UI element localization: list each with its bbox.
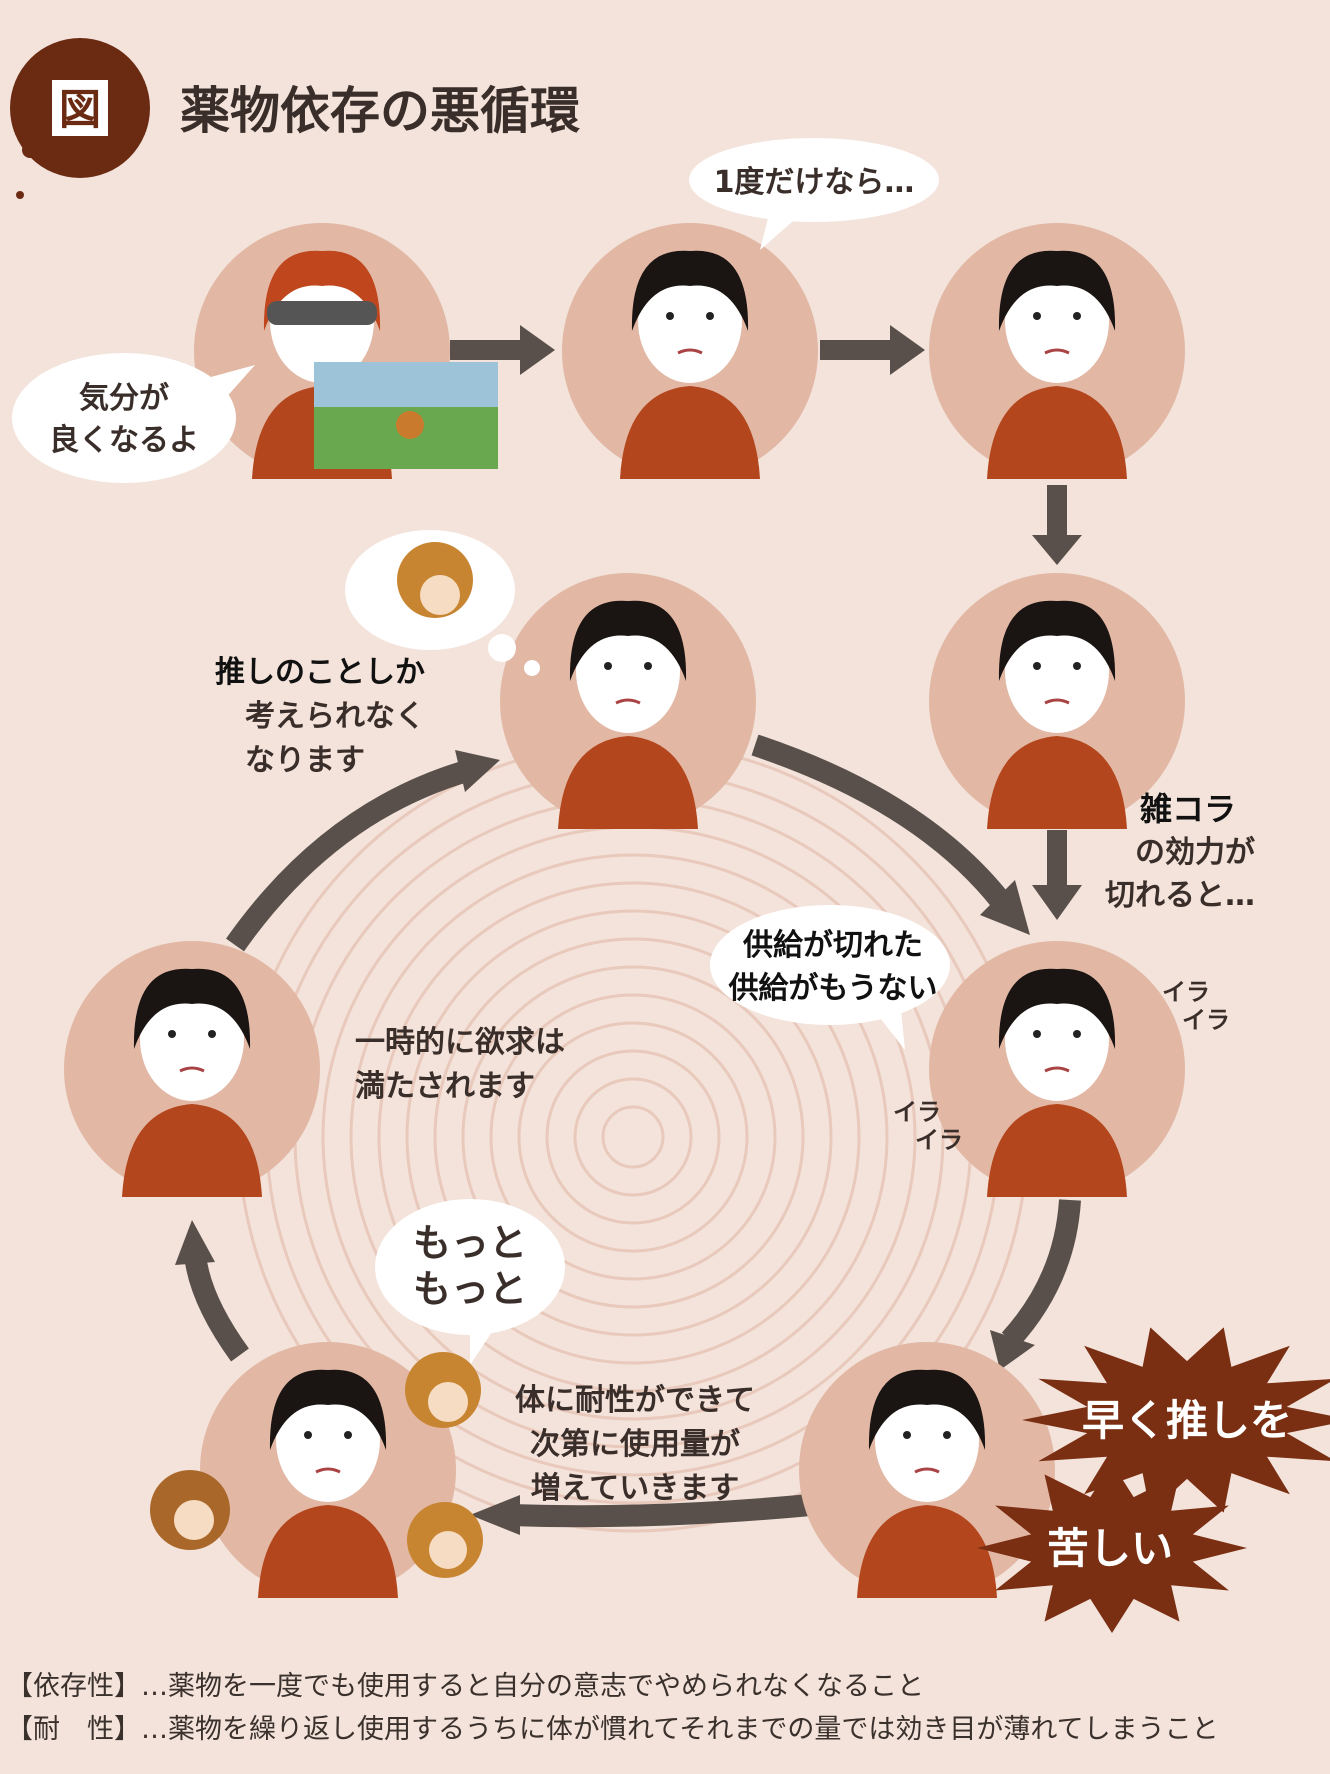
- svg-text:考えられなく: 考えられなく: [245, 699, 425, 734]
- shirt: [620, 386, 760, 479]
- shirt: [258, 1505, 398, 1598]
- hair: [631, 250, 749, 331]
- svg-text:もっと: もっと: [413, 1221, 527, 1265]
- arrow-right-icon: [820, 325, 925, 375]
- face: [638, 259, 742, 383]
- note-tolerance: 【耐 性】…薬物を繰り返し使用するうちに体が慣れてそれまでの量では効き目が薄れて…: [6, 1714, 1219, 1745]
- svg-text:供給がもうない: 供給がもうない: [727, 971, 937, 1006]
- shirt: [558, 736, 698, 829]
- svg-text:雑コラ: 雑コラ: [1139, 790, 1236, 828]
- hair: [998, 600, 1116, 681]
- svg-text:満たされます: 満たされます: [355, 1069, 535, 1104]
- shirt: [987, 386, 1127, 479]
- sunglasses-icon: [267, 301, 377, 325]
- face: [276, 1378, 380, 1502]
- svg-text:もっと: もっと: [413, 1267, 527, 1311]
- svg-text:増えていきます: 増えていきます: [531, 1471, 740, 1506]
- svg-text:早く推しを: 早く推しを: [1082, 1396, 1292, 1445]
- face: [140, 977, 244, 1101]
- note-dependence: 【依存性】…薬物を一度でも使用すると自分の意志でやめられなくなること: [6, 1671, 924, 1702]
- svg-text:イラ: イラ: [1162, 978, 1210, 1006]
- face: [1005, 609, 1109, 733]
- svg-text:なります: なります: [245, 743, 365, 778]
- ring: [349, 853, 917, 1421]
- ring: [489, 993, 777, 1281]
- person-circle: [929, 941, 1185, 1197]
- caption-satisfied: 一時的に欲求は 満たされます: [355, 1025, 565, 1104]
- bubble-feel-good: 気分が 良くなるよ: [12, 353, 255, 483]
- hair: [998, 968, 1116, 1049]
- arrow-down-icon: [1032, 485, 1082, 565]
- ira-ira-left: イラ イラ: [893, 1098, 963, 1154]
- arrow-down-icon: [1032, 830, 1082, 920]
- ring: [545, 1049, 721, 1225]
- svg-text:一時的に欲求は: 一時的に欲求は: [355, 1025, 565, 1060]
- burst-hurry: 早く推しを: [1022, 1327, 1330, 1513]
- arrow-curve: [751, 734, 1009, 907]
- face: [875, 1378, 979, 1502]
- svg-text:体に耐性ができて: 体に耐性ができて: [515, 1383, 755, 1418]
- svg-text:の効力が: の効力が: [1135, 835, 1255, 870]
- arrows: [175, 325, 1082, 1535]
- face: [1005, 977, 1109, 1101]
- bubble-more: もっと もっと: [375, 1199, 565, 1365]
- face: [1005, 259, 1109, 383]
- svg-text:イラ: イラ: [915, 1126, 963, 1154]
- caption-oshi: 推しのことしか 考えられなく なります: [215, 655, 425, 778]
- person-circle: [929, 223, 1185, 479]
- thought-bubble: [345, 530, 540, 676]
- ring: [377, 881, 889, 1393]
- svg-text:供給が切れた: 供給が切れた: [742, 928, 923, 963]
- shirt: [122, 1104, 262, 1197]
- hair: [998, 250, 1116, 331]
- svg-text:イラ: イラ: [1182, 1006, 1230, 1034]
- svg-text:良くなるよ: 良くなるよ: [49, 423, 199, 458]
- person-circle: [500, 573, 756, 829]
- hair: [269, 1369, 387, 1450]
- svg-text:次第に使用量が: 次第に使用量が: [530, 1427, 740, 1462]
- bubble-once: 1度だけなら…: [689, 138, 939, 250]
- svg-text:1度だけなら…: 1度だけなら…: [714, 165, 915, 200]
- ring: [573, 1077, 693, 1197]
- ring: [461, 965, 805, 1309]
- person-circle: [562, 223, 818, 479]
- title-badge: 図: [59, 85, 101, 134]
- hair: [133, 968, 251, 1049]
- caption-tolerance: 体に耐性ができて 次第に使用量が 増えていきます: [515, 1383, 755, 1506]
- person-circle: [64, 941, 320, 1197]
- caption-wear-off: 雑コラ の効力が 切れると…: [1105, 790, 1255, 913]
- page-title: 薬物依存の悪循環: [180, 82, 580, 140]
- svg-text:切れると…: 切れると…: [1105, 878, 1255, 913]
- burst-painful: 苦しい: [977, 1463, 1247, 1633]
- game-screenshot-image: [314, 362, 498, 469]
- bubble-supply: 供給が切れた 供給がもうない: [710, 905, 950, 1050]
- person-circle: [799, 1342, 1055, 1598]
- ring: [601, 1105, 665, 1169]
- svg-text:気分が: 気分が: [79, 381, 169, 416]
- hair: [263, 250, 381, 331]
- arrow-right-icon: [450, 325, 555, 375]
- hair: [868, 1369, 986, 1450]
- hair: [569, 600, 687, 681]
- person-circle: [929, 573, 1185, 829]
- badge-box: [52, 80, 108, 136]
- svg-text:イラ: イラ: [893, 1098, 941, 1126]
- ira-ira-right: イラ イラ: [1162, 978, 1230, 1034]
- ring: [433, 937, 833, 1337]
- title-group: 図 薬物依存の悪循環: [10, 38, 580, 199]
- face: [576, 609, 680, 733]
- shirt: [987, 1104, 1127, 1197]
- svg-text:苦しい: 苦しい: [1047, 1524, 1173, 1573]
- person-circle: [200, 1342, 456, 1598]
- shirt: [987, 736, 1127, 829]
- shirt: [857, 1505, 997, 1598]
- ring: [517, 1021, 749, 1253]
- svg-text:推しのことしか: 推しのことしか: [215, 655, 425, 690]
- people: [64, 223, 1185, 1598]
- ring: [405, 909, 861, 1365]
- lion-characters: [150, 1352, 483, 1578]
